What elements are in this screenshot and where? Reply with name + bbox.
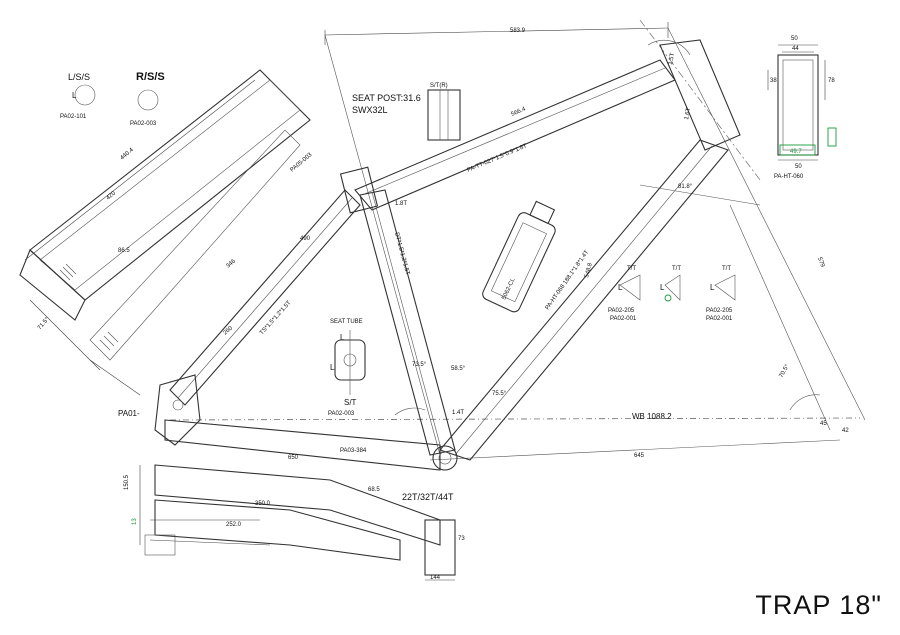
dim-st-len: 490 xyxy=(300,236,311,242)
dim-ang3: 58.5° xyxy=(451,366,466,372)
label-l5: L xyxy=(660,283,665,292)
dim-chainstay: 650 xyxy=(288,455,299,461)
label-rss: R/S/S xyxy=(136,71,165,83)
dim-misc-3: 45 xyxy=(820,421,827,427)
dim-ds-len: 260 xyxy=(222,325,234,336)
seat-stay xyxy=(169,189,361,406)
label-down-tube-spec: PA-HT-068 188.1*1.8*1.4T xyxy=(545,249,591,311)
bottom-bracket xyxy=(432,445,458,471)
wheelbase-line xyxy=(169,417,861,421)
label-pa02-003-top: PA02-003 xyxy=(130,121,157,127)
dim-ht-mid: 38 xyxy=(770,78,777,84)
label-lss: L/S/S xyxy=(68,72,90,82)
label-pa02-003-bottom: PA02-003 xyxy=(328,411,355,417)
dim-ht-len2: 1.6T xyxy=(684,107,692,120)
head-tube-detail xyxy=(767,44,837,161)
label-pa01: PA01- xyxy=(118,409,140,418)
dim-top-len: 583.9 xyxy=(510,28,526,34)
head-angle-line xyxy=(667,27,866,421)
chain-stay xyxy=(164,419,441,471)
head-tube xyxy=(659,39,741,151)
dim-ht-h: 78 xyxy=(828,78,835,84)
rear-dropout xyxy=(154,374,201,446)
label-tt-left: T/T xyxy=(627,266,636,272)
dim-bb-w: 73 xyxy=(458,536,465,542)
label-pa-ht: PA-HT-060 xyxy=(774,174,804,180)
label-st-r: S/T(R) xyxy=(430,83,448,89)
dim-misc-2: 1.8T xyxy=(395,201,407,207)
label-l1: L xyxy=(340,333,345,342)
label-pa02-101: PA02-101 xyxy=(60,114,87,120)
dim-dt-len: 548.8 xyxy=(584,262,594,279)
dim-fork-off: 86.5 xyxy=(118,248,130,254)
dim-ht-ang: 70.5° xyxy=(779,363,792,379)
label-seat-tube: SEAT TUBE xyxy=(330,319,363,325)
dim-ang4: 81.8° xyxy=(678,184,693,190)
label-l4: L xyxy=(618,283,623,292)
label-seat-tube-spec: DT*1.5*1.2*1.5T xyxy=(393,232,410,276)
bottom-dim-line xyxy=(429,439,841,461)
dim-bb-drop: 68.5 xyxy=(368,487,380,493)
label-tt-right: T/T xyxy=(722,266,731,272)
dim-ss-len3: 346 xyxy=(225,258,237,269)
label-pa02-205-left: PA02-205 xyxy=(608,308,635,314)
label-bottle: 5062-CL xyxy=(501,277,516,301)
label-top-tube-spec: PA-TT-027*1.5*0.9*1.8T xyxy=(466,143,528,174)
label-seat-post-code: SWX32L xyxy=(352,105,388,115)
exploded-seat-stay-assembly xyxy=(19,69,311,396)
label-l6: L xyxy=(710,283,715,292)
dim-cs2: 350.0 xyxy=(255,501,271,507)
label-chainring: 22T/32T/44T xyxy=(402,492,454,502)
label-seat-post: SEAT POST:31.6 xyxy=(352,93,421,103)
label-tt-mid: T/T xyxy=(672,266,681,272)
label-pa05: PA05-003 xyxy=(289,152,313,174)
dim-bottom-len: 645 xyxy=(634,453,645,459)
label-pa02-205-right: PA02-205 xyxy=(706,308,733,314)
head-angle-arc xyxy=(789,394,821,411)
label-seat-stay-spec: TS*1.5*1.2*1.5T xyxy=(259,300,293,336)
top-tube xyxy=(354,59,676,211)
dim-right-vertical: 579 xyxy=(816,257,825,269)
dim-ht-base: 50 xyxy=(795,164,802,170)
exploded-chainstay-assembly xyxy=(139,464,456,581)
label-l3: L xyxy=(72,91,77,100)
dim-ss-len2: 420 xyxy=(105,190,117,201)
seat-tube xyxy=(359,189,456,456)
label-pa03: PA03-384 xyxy=(340,448,367,454)
dim-cs-w: 144 xyxy=(430,575,441,581)
bottle-cage xyxy=(482,200,556,313)
dim-ht-bot: 49.7 xyxy=(790,149,802,155)
label-wheelbase: WB 1088.2 xyxy=(632,412,672,421)
model-title: TRAP 18" xyxy=(755,590,882,620)
dim-ht-top: 50 xyxy=(791,36,798,42)
label-pa02-001-right: PA02-001 xyxy=(706,316,733,322)
label-st-bottom: S/T xyxy=(344,398,357,407)
down-tube xyxy=(439,139,729,461)
dim-misc-4: 42 xyxy=(842,428,849,434)
dim-ht-len: 1.5T xyxy=(668,52,676,65)
seat-post-detail xyxy=(427,89,461,141)
dim-ht-w: 44 xyxy=(792,46,799,52)
dim-ss-len: 440.4 xyxy=(119,147,135,162)
dim-tt-len: 566.4 xyxy=(510,106,527,118)
dim-cs-v: 13 xyxy=(132,518,138,525)
dim-misc-1: 1.4T xyxy=(452,410,464,416)
dim-ang2: 75.5° xyxy=(492,391,507,397)
seat-tube-detail xyxy=(334,330,366,395)
cable-guide-symbols xyxy=(74,84,736,302)
seat-clamp xyxy=(339,166,379,214)
label-pa02-001-left: PA02-001 xyxy=(610,316,637,322)
top-dimension-line xyxy=(324,27,669,36)
dim-cs-offset: 150.5 xyxy=(124,474,130,490)
seat-angle-arc xyxy=(394,407,426,416)
dim-cs-len: 252.0 xyxy=(226,522,242,528)
label-l2: L xyxy=(330,363,335,372)
seat-angle-line xyxy=(324,34,441,456)
dim-st-ang: 73.5° xyxy=(412,362,427,368)
